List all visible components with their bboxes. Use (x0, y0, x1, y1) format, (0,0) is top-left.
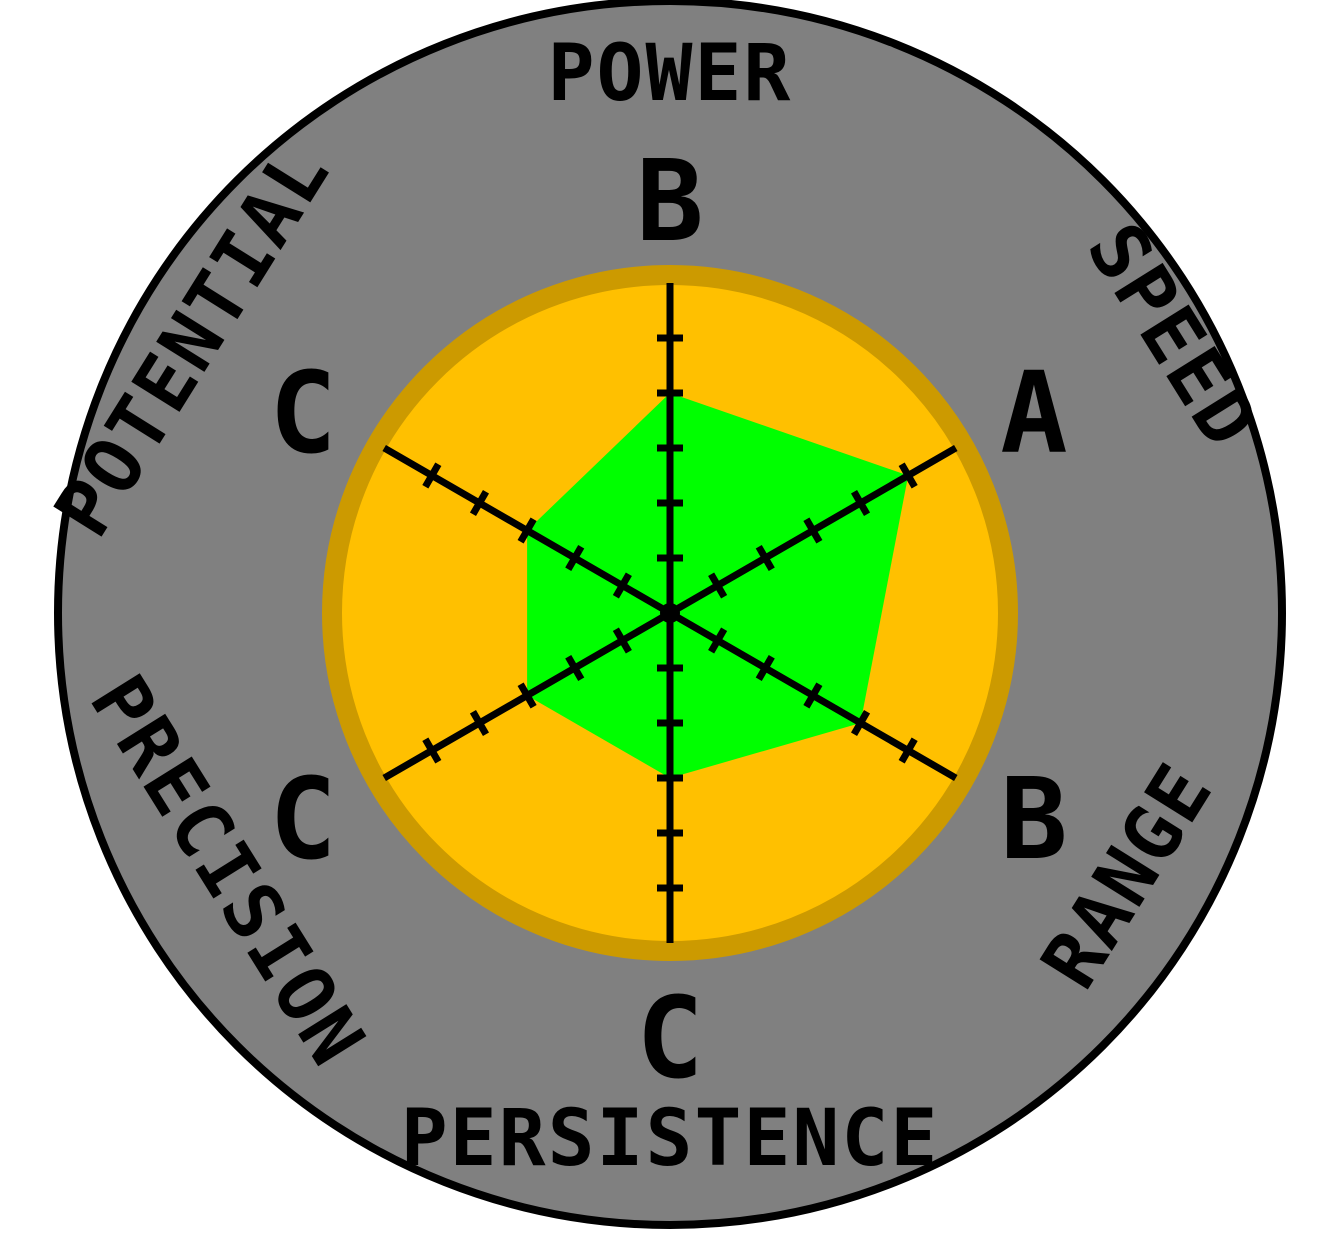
axis-tick (422, 737, 442, 764)
axis-tick (422, 462, 442, 489)
axis-tick (850, 489, 871, 517)
axis-tick (755, 544, 775, 572)
axis-tick (565, 544, 585, 572)
axis-tick (898, 462, 918, 489)
center-dot (660, 603, 680, 623)
axis-tick (612, 627, 632, 654)
axis-tick (708, 572, 728, 599)
grade-speed: A (1000, 349, 1067, 479)
grade-persistence: C (636, 974, 703, 1104)
axis-tick (755, 654, 775, 682)
grade-potential: C (269, 349, 336, 479)
axis-tick (517, 682, 537, 709)
grade-precision: C (269, 755, 336, 885)
axis-tick (469, 709, 490, 737)
axis-tick (850, 709, 871, 737)
stat-label-persistence: PERSISTENCE (401, 1094, 940, 1184)
stat-label-power: POWER (548, 29, 793, 119)
grade-power: B (636, 137, 703, 267)
axis-tick (803, 682, 823, 709)
axis-tick (565, 654, 585, 682)
axis-tick (612, 572, 632, 599)
axis-tick (803, 517, 823, 544)
axis-tick (708, 627, 728, 654)
axis-tick (469, 489, 490, 517)
grade-range: B (1000, 755, 1067, 885)
axis-tick (898, 737, 918, 764)
axis-tick (517, 517, 537, 544)
